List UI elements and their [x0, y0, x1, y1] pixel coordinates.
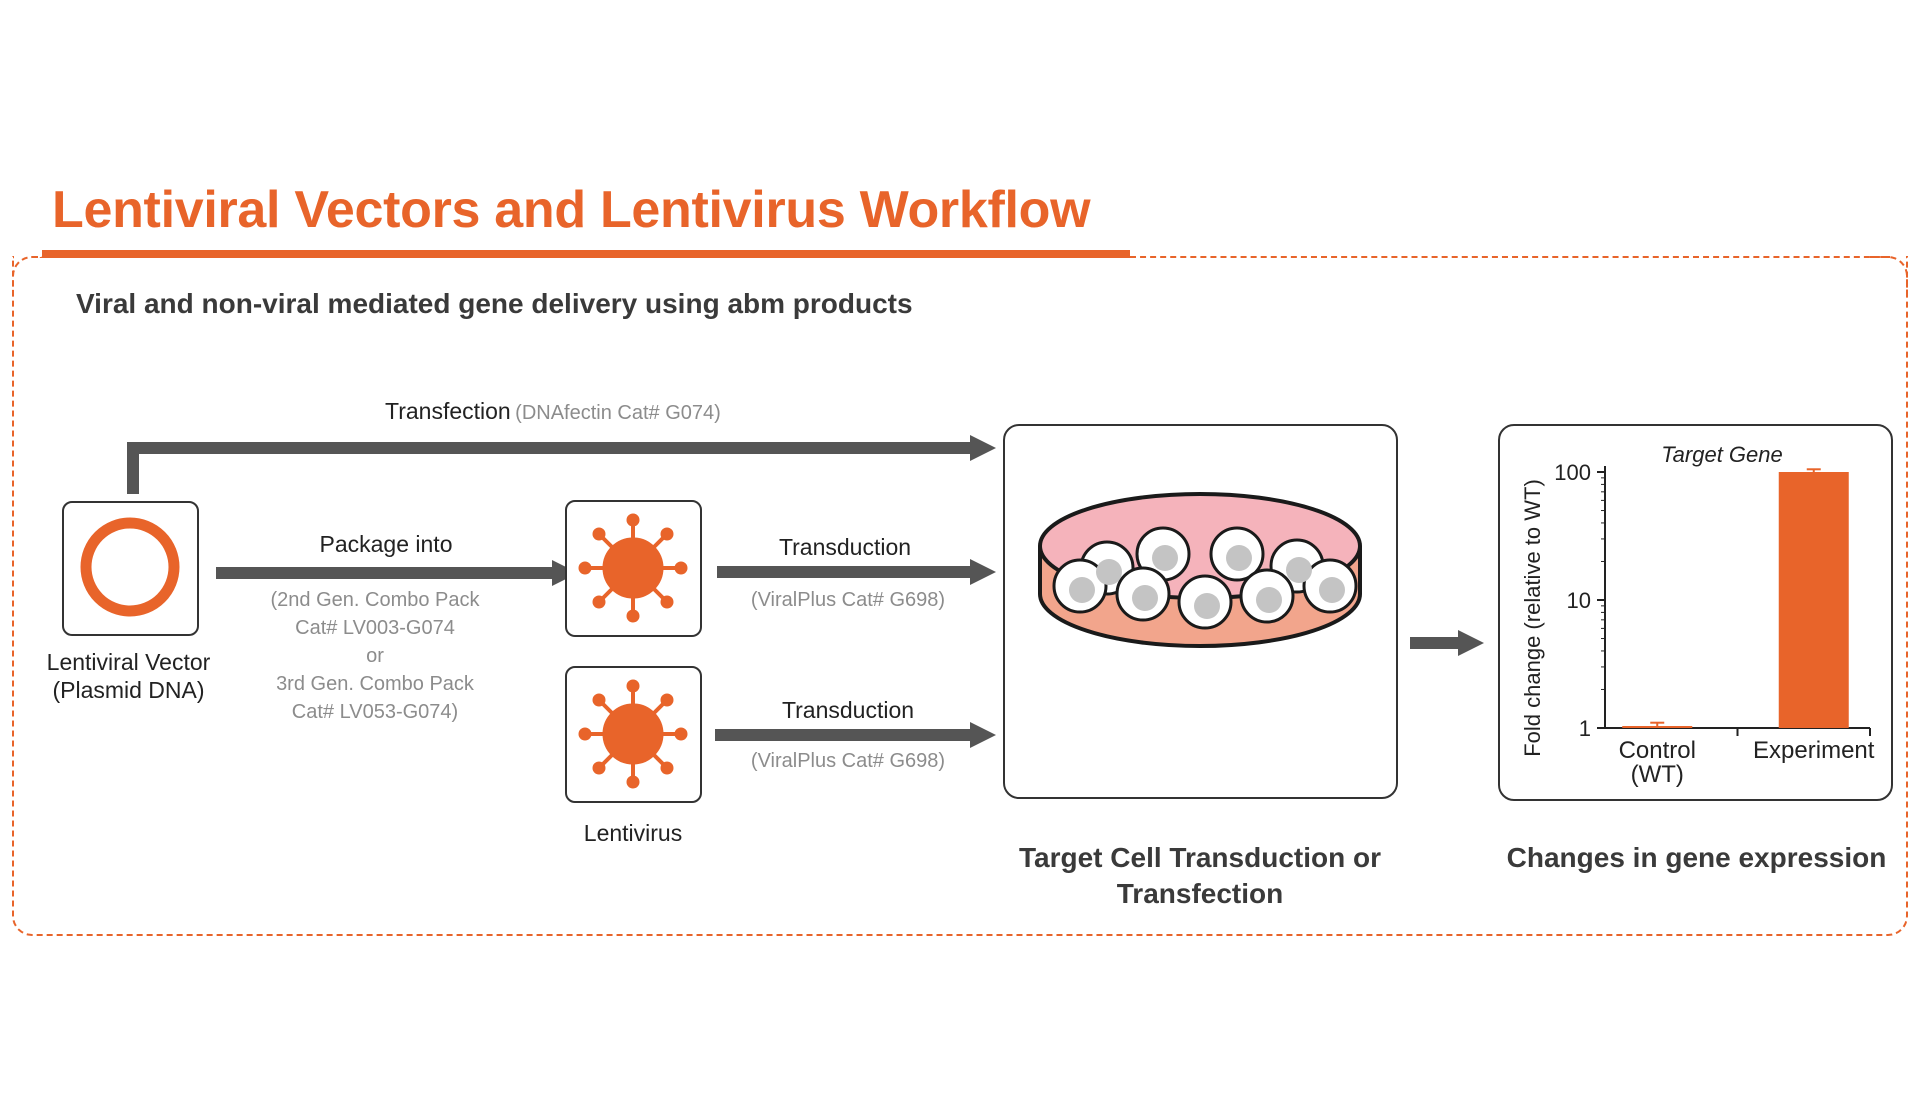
transduction-top-arrowhead: [970, 559, 996, 585]
chart-x-tick-label: Control: [1619, 737, 1696, 764]
chart-x-tick-label: (WT): [1631, 761, 1684, 788]
page-subtitle: Viral and non-viral mediated gene delive…: [76, 288, 913, 319]
transfection-arrow-stem: [127, 442, 139, 494]
virus-icon: [578, 679, 688, 789]
transfection-product: (DNAfectin Cat# G074): [515, 402, 721, 424]
plasmid-label-line1: Lentiviral Vector: [46, 649, 211, 675]
plasmid-label: Lentiviral Vector (Plasmid DNA): [16, 648, 241, 704]
frame-top-border: [1130, 256, 1890, 258]
chart-y-tick-label: 1: [1579, 716, 1591, 741]
target-cell-label: Target Cell Transduction or Transfection: [950, 840, 1450, 912]
transfection-label: Transfection: [385, 398, 511, 424]
target-cell-label-line1: Target Cell Transduction or: [1019, 842, 1381, 873]
package-details-line2: Cat# LV003-G074: [295, 617, 455, 639]
page-title: Lentiviral Vectors and Lentivirus Workfl…: [52, 181, 1091, 239]
transduction-bottom-arrowhead: [970, 722, 996, 748]
transfection-label-group: Transfection (DNAfectin Cat# G074): [385, 398, 721, 425]
transduction-top-product: (ViralPlus Cat# G698): [750, 589, 946, 611]
virus-box-bottom: [565, 666, 702, 803]
transduction-bottom-arrow-shaft: [715, 729, 973, 741]
package-details-line4: 3rd Gen. Combo Pack: [276, 673, 474, 695]
package-details-line1: (2nd Gen. Combo Pack: [270, 589, 480, 611]
chart-bar: [1622, 726, 1693, 728]
title-underline: [42, 250, 1130, 258]
result-arrowhead: [1458, 630, 1484, 656]
package-label: Package into: [319, 531, 453, 557]
transduction-bottom-label: Transduction: [781, 697, 915, 723]
frame-corner-right: [1870, 256, 1908, 296]
chart-y-tick-label: 10: [1567, 588, 1591, 613]
transfection-arrowhead: [970, 435, 996, 461]
virus-icon: [578, 513, 688, 623]
gene-expression-label: Changes in gene expression: [1506, 842, 1887, 873]
chart-x-tick-label: Experiment: [1753, 737, 1875, 764]
package-details: (2nd Gen. Combo Pack Cat# LV003-G074 or …: [235, 586, 515, 726]
chart-box: Target Gene Fold change (relative to WT)…: [1498, 424, 1893, 801]
chart-ylabel: Fold change (relative to WT): [1520, 479, 1545, 757]
chart-y-tick-label: 100: [1554, 460, 1591, 485]
plasmid-ring-icon: [80, 517, 180, 617]
target-gene-chart: Target Gene Fold change (relative to WT)…: [1520, 442, 1875, 788]
lentivirus-label: Lentivirus: [583, 820, 683, 846]
target-cell-label-line2: Transfection: [1116, 878, 1284, 909]
plasmid-box: [62, 501, 199, 636]
transduction-top-arrow-shaft: [717, 566, 973, 578]
package-details-line3: or: [366, 645, 384, 667]
package-arrow-shaft: [216, 567, 556, 579]
transduction-top-label: Transduction: [778, 534, 912, 560]
transfection-arrow-shaft: [127, 442, 973, 454]
virus-box-top: [565, 500, 702, 637]
chart-bar: [1778, 472, 1849, 728]
plasmid-label-line2: (Plasmid DNA): [52, 677, 205, 703]
frame-corner-left: [12, 256, 42, 296]
petri-dish-icon: [1038, 492, 1362, 648]
transduction-bottom-product: (ViralPlus Cat# G698): [750, 750, 946, 772]
chart-title: Target Gene: [1661, 442, 1783, 467]
result-arrow-shaft: [1410, 637, 1460, 649]
workflow-frame: [12, 256, 1908, 936]
target-cell-box: [1003, 424, 1398, 799]
package-details-line5: Cat# LV053-G074): [291, 701, 459, 723]
